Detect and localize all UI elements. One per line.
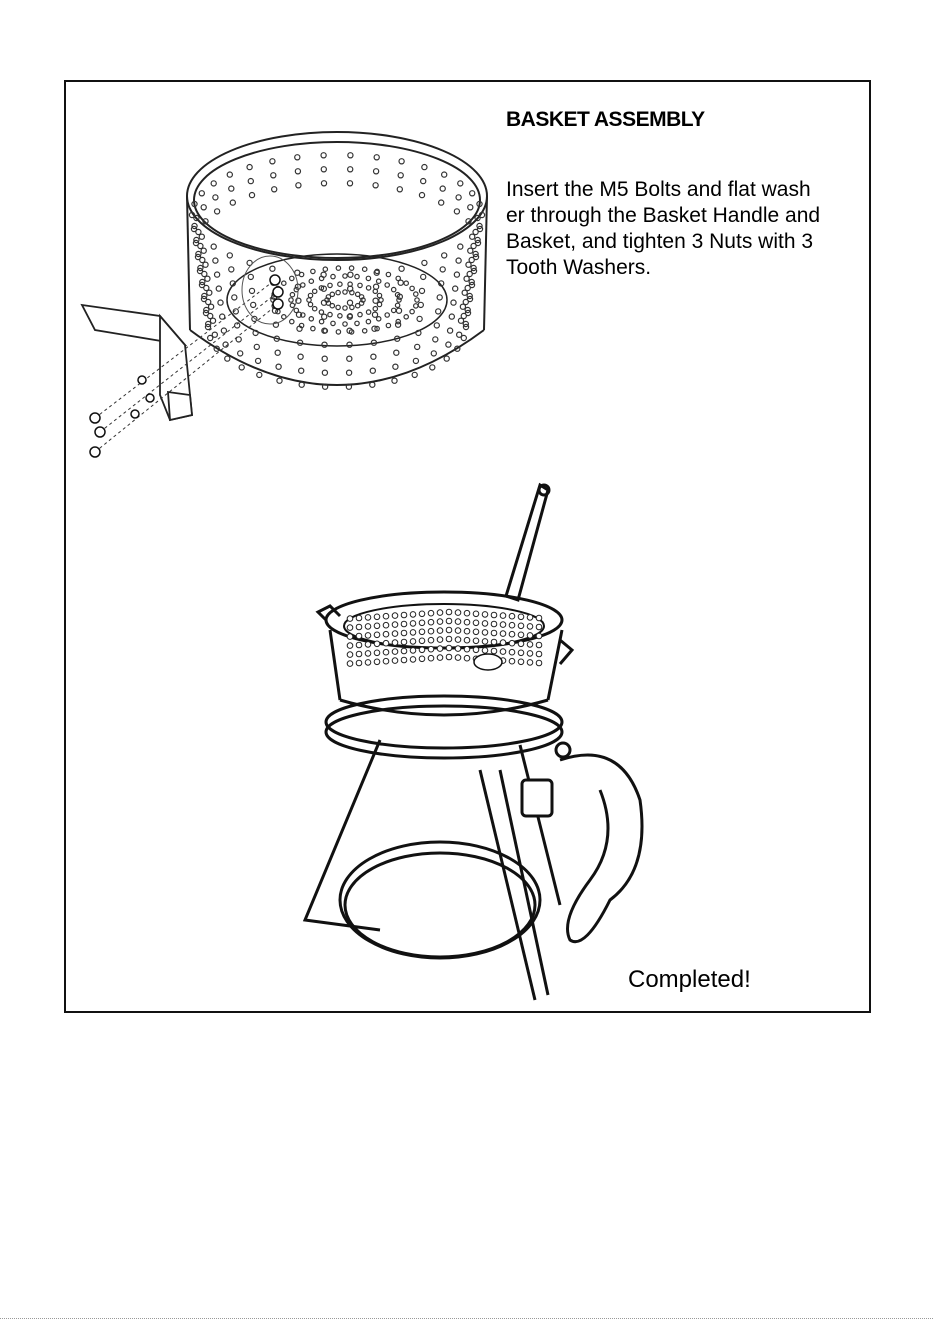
- completed-caption: Completed!: [628, 966, 751, 994]
- instruction-line: Insert the M5 Bolts and flat wash: [506, 177, 864, 203]
- instruction-line: er through the Basket Handle and: [506, 203, 864, 229]
- instruction-text: Insert the M5 Bolts and flat wash er thr…: [506, 177, 864, 281]
- section-title: BASKET ASSEMBLY: [506, 108, 705, 132]
- page-bottom-edge: [0, 1318, 933, 1321]
- instruction-line: Tooth Washers.: [506, 255, 864, 281]
- instruction-line: Basket, and tighten 3 Nuts with 3: [506, 229, 864, 255]
